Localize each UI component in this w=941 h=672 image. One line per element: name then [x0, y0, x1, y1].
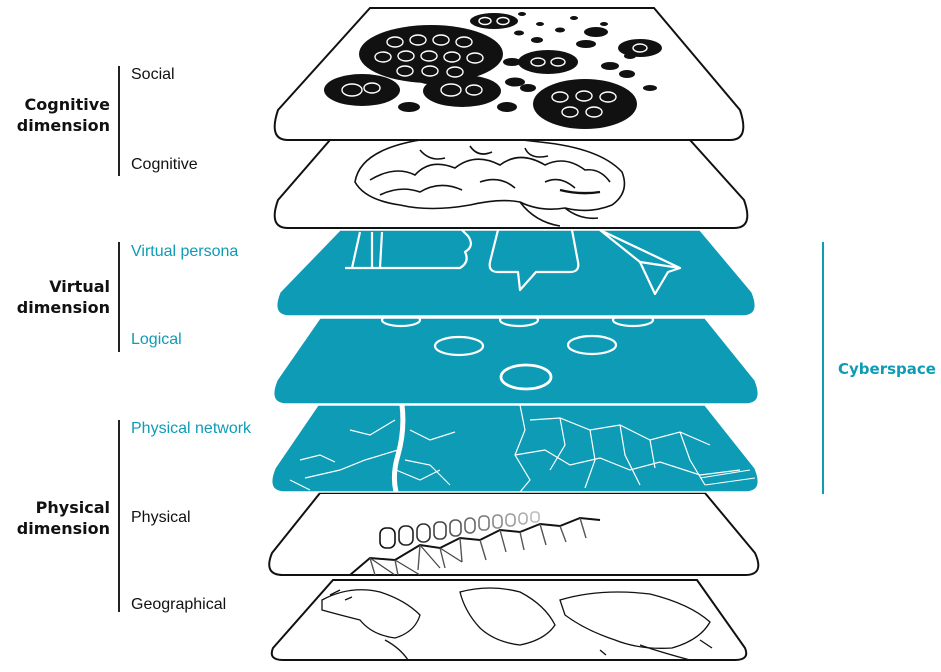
- plate-social: [275, 8, 744, 140]
- layer-cognitive: [275, 137, 748, 228]
- cyberspace-title: Cyberspace: [838, 360, 936, 378]
- layer-geographical: [272, 580, 747, 660]
- dimension-title-line: Physical: [0, 497, 110, 518]
- layer-physical: [269, 493, 758, 575]
- dimension-title-line: dimension: [0, 518, 110, 539]
- cyberspace-bracket: [822, 242, 824, 494]
- layer-label-physical: Physical: [131, 509, 191, 527]
- layer-social: [275, 8, 744, 140]
- dimension-title-line: Virtual: [0, 276, 110, 297]
- layer-label-logical: Logical: [131, 331, 182, 349]
- dimension-title-line: Cognitive: [0, 94, 110, 115]
- dimension-title-cognitive: Cognitive dimension: [0, 94, 110, 136]
- layer-label-geographical: Geographical: [131, 596, 226, 614]
- layer-label-physical-network: Physical network: [131, 420, 251, 438]
- plate-logical: [274, 318, 759, 404]
- bracket-physical-dimension: [118, 420, 120, 612]
- bracket-virtual-dimension: [118, 242, 120, 352]
- dimension-title-line: dimension: [0, 297, 110, 318]
- bracket-cognitive-dimension: [118, 66, 120, 176]
- dimension-title-line: dimension: [0, 115, 110, 136]
- layer-virtual-persona: [277, 228, 756, 316]
- layer-physical-network: [272, 405, 759, 492]
- dimension-title-virtual: Virtual dimension: [0, 276, 110, 318]
- layer-logical: [274, 314, 759, 404]
- plate-physical: [269, 493, 758, 575]
- dimension-title-physical: Physical dimension: [0, 497, 110, 539]
- layer-label-cognitive: Cognitive: [131, 156, 198, 174]
- layer-label-virtual-persona: Virtual persona: [131, 243, 238, 261]
- layer-label-social: Social: [131, 66, 175, 84]
